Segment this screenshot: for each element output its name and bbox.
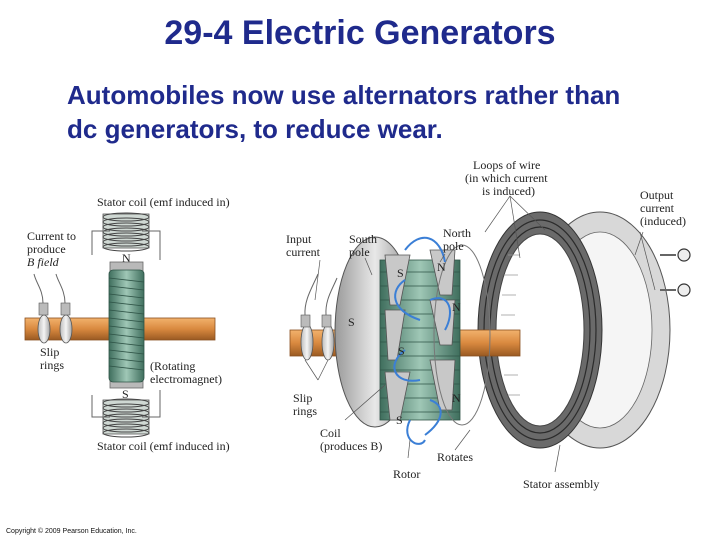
- label-slip-2: rings: [293, 404, 317, 418]
- label-rotates: Rotates: [437, 450, 473, 464]
- slide-title: 29-4 Electric Generators: [164, 14, 556, 52]
- label-input-2: current: [286, 245, 321, 259]
- body-text-line-1: Automobiles now use alternators rather t…: [67, 80, 621, 110]
- label-loops-3: is induced): [482, 184, 535, 198]
- stator-assembly: [477, 211, 691, 449]
- label-rotor: Rotor: [393, 467, 420, 481]
- label-output-3: (induced): [640, 214, 686, 228]
- label-output-1: Output: [640, 188, 674, 202]
- bottom-stator-coil: [102, 398, 150, 438]
- label-output-2: current: [640, 201, 675, 215]
- rotor-pole-n-3: N: [452, 391, 461, 405]
- simple-alternator-diagram: N S Stator coil (emf induced in) Current…: [24, 195, 230, 453]
- copyright-notice: Copyright © 2009 Pearson Education, Inc.: [6, 528, 137, 535]
- left-pole-n: N: [122, 251, 131, 265]
- label-north-2: pole: [443, 239, 464, 253]
- alternator-exploded-view: S N N S S N S Loops of wire (in: [286, 158, 691, 491]
- body-text-line-2: dc generators, to reduce wear.: [67, 114, 443, 144]
- top-stator-coil: [102, 212, 150, 252]
- label-stator-coil-bottom: Stator coil (emf induced in): [97, 439, 230, 453]
- label-rotating-1: (Rotating: [150, 359, 195, 373]
- label-current-2: produce: [27, 242, 66, 256]
- rotor-pole-s-1: S: [397, 266, 404, 280]
- label-rotating-2: electromagnet): [150, 372, 222, 386]
- label-slip-1: Slip: [40, 345, 59, 359]
- label-coil-2: (produces B): [320, 439, 382, 453]
- label-slip-2: rings: [40, 358, 64, 372]
- slip-ring-1: [37, 314, 51, 344]
- left-pole-s: S: [122, 387, 129, 401]
- rotor-pole-n-2: N: [452, 300, 461, 314]
- label-input-1: Input: [286, 232, 312, 246]
- label-loops-2: (in which current: [465, 171, 548, 185]
- label-south-2: pole: [349, 245, 370, 259]
- label-coil-1: Coil: [320, 426, 341, 440]
- rotor-pole-s-4: S: [396, 413, 403, 427]
- label-slip-1: Slip: [293, 391, 312, 405]
- rotor: S N N S S N S: [300, 236, 491, 445]
- label-current-1: Current to: [27, 229, 76, 243]
- slip-ring-2: [59, 314, 73, 344]
- label-south-1: South: [349, 232, 377, 246]
- rotor-pole-s-2: S: [348, 315, 355, 329]
- label-north-1: North: [443, 226, 471, 240]
- label-current-3: B field: [27, 255, 60, 269]
- label-loops-1: Loops of wire: [473, 158, 540, 172]
- label-stator-assembly: Stator assembly: [523, 477, 599, 491]
- rotor-pole-s-3: S: [398, 344, 405, 358]
- label-stator-coil-top: Stator coil (emf induced in): [97, 195, 230, 209]
- rotor-pole-n-1: N: [437, 260, 446, 274]
